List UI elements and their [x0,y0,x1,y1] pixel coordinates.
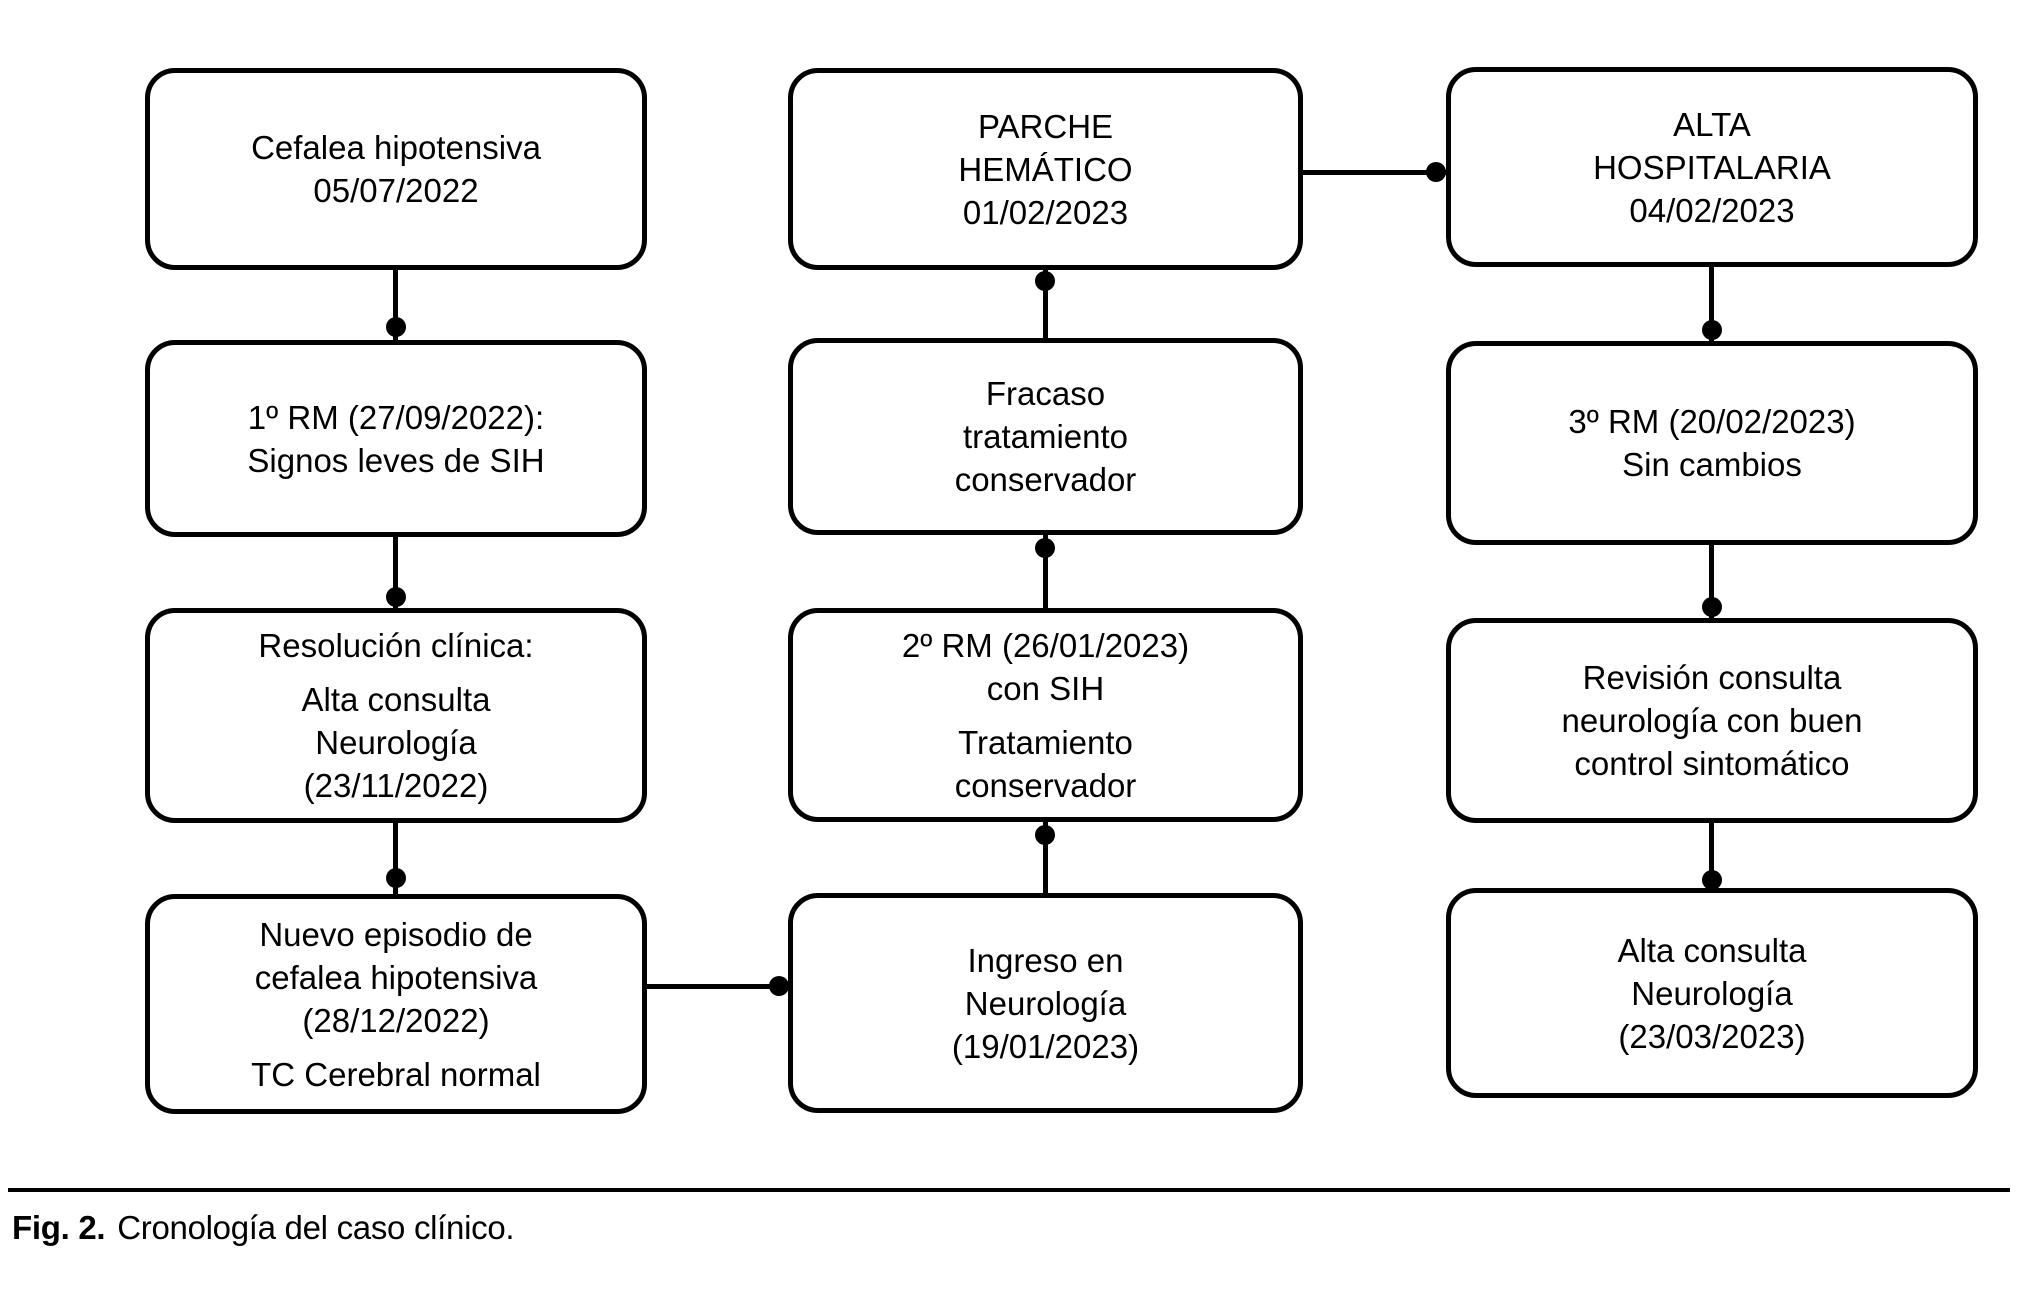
node-nuevo-episodio: Nuevo episodio de cefalea hipotensiva (2… [145,894,647,1114]
edge-line-rm1-to-resolucion [393,537,398,608]
edge-line-parche-to-alta-hospitalaria [1303,170,1446,175]
edge-line-alta-hospitalaria-to-rm3 [1709,267,1714,341]
edge-arrow-dot [769,976,789,996]
node-text: Revisión consulta neurología con buen co… [1561,659,1863,782]
node-text: Fracaso tratamiento conservador [954,375,1137,498]
node-text: Alta consulta Neurología (23/11/2022) [301,681,491,804]
edge-arrow-dot [1702,870,1722,890]
edge-line-resolucion-to-nuevo-episodio [393,823,398,894]
edge-line-revision-to-alta-consulta [1709,823,1714,888]
figure-caption-label: Fig. 2. [12,1209,106,1246]
edge-arrow-dot [386,317,406,337]
edge-arrow-dot [1702,320,1722,340]
node-text: PARCHE HEMÁTICO 01/02/2023 [958,107,1133,231]
node-tercera-rm: 3º RM (20/02/2023) Sin cambios [1446,341,1978,545]
node-alta-hospitalaria: ALTA HOSPITALARIA 04/02/2023 [1446,67,1978,267]
figure-caption-text: Cronología del caso clínico. [117,1209,515,1246]
node-text: TC Cerebral normal [251,1055,541,1093]
edge-arrow-dot [1702,597,1722,617]
node-text: Resolución clínica: [258,627,534,664]
node-text: 1º RM (27/09/2022): Signos leves de SIH [247,398,545,479]
node-text: 2º RM (26/01/2023) con SIH [901,626,1190,707]
node-text: Tratamiento conservador [954,723,1137,804]
node-revision-consulta: Revisión consulta neurología con buen co… [1446,618,1978,823]
node-resolucion-clinica: Resolución clínica: Alta consulta Neurol… [145,608,647,823]
node-fracaso-tratamiento: Fracaso tratamiento conservador [788,338,1303,535]
node-text: 3º RM (20/02/2023) Sin cambios [1568,403,1856,483]
edge-line-fracaso-to-parche [1043,270,1048,338]
node-text: Alta consulta Neurología (23/03/2023) [1617,931,1807,1055]
node-text: ALTA HOSPITALARIA 04/02/2023 [1593,105,1831,229]
edge-arrow-dot [386,868,406,888]
edge-line-cefalea-to-rm1 [393,270,398,340]
edge-arrow-dot [1035,538,1055,558]
caption-divider [8,1188,2010,1192]
node-alta-consulta: Alta consulta Neurología (23/03/2023) [1446,888,1978,1098]
node-ingreso-neurologia: Ingreso en Neurología (19/01/2023) [788,893,1303,1113]
edge-arrow-dot [1035,825,1055,845]
edge-arrow-dot [386,587,406,607]
node-parche-hematico: PARCHE HEMÁTICO 01/02/2023 [788,68,1303,270]
node-text: Nuevo episodio de cefalea hipotensiva (2… [254,915,538,1039]
edge-arrow-dot [1426,162,1446,182]
edge-line-ingreso-to-rm2 [1043,822,1048,893]
node-text: Cefalea hipotensiva 05/07/2022 [251,129,541,209]
node-segunda-rm: 2º RM (26/01/2023) con SIH Tratamiento c… [788,608,1303,822]
edge-arrow-dot [1035,271,1055,291]
figure-caption: Fig. 2. Cronología del caso clínico. [12,1206,515,1250]
edge-line-nuevo-episodio-to-ingreso [647,984,788,989]
node-primera-rm: 1º RM (27/09/2022): Signos leves de SIH [145,340,647,537]
node-text: Ingreso en Neurología (19/01/2023) [951,941,1140,1065]
node-cefalea-hipotensiva: Cefalea hipotensiva 05/07/2022 [145,68,647,270]
edge-line-rm3-to-revision [1709,545,1714,618]
edge-line-rm2-to-fracaso [1043,535,1048,608]
